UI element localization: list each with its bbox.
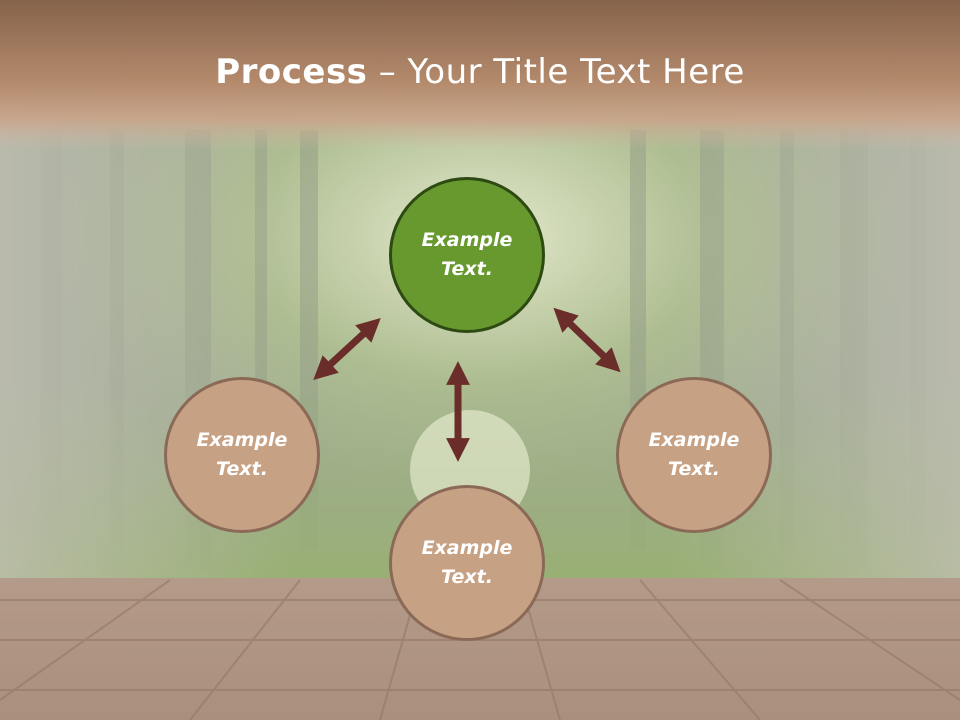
node-bottom-line1: Example: [421, 537, 513, 559]
node-right-line2: Text.: [668, 458, 720, 480]
node-top-line2: Text.: [441, 258, 493, 280]
node-right-line1: Example: [648, 429, 740, 451]
double-arrow-left: [313, 317, 381, 381]
slide-title: Process – Your Title Text Here: [0, 52, 960, 92]
node-left-line1: Example: [196, 429, 288, 451]
title-bold-word: Process: [215, 52, 368, 92]
title-rest: – Your Title Text Here: [367, 52, 745, 92]
title-bar: [0, 0, 960, 150]
node-top-line1: Example: [421, 229, 513, 251]
node-bottom-line2: Text.: [441, 566, 493, 588]
double-arrow-right: [553, 307, 621, 373]
node-left-line2: Text.: [216, 458, 268, 480]
